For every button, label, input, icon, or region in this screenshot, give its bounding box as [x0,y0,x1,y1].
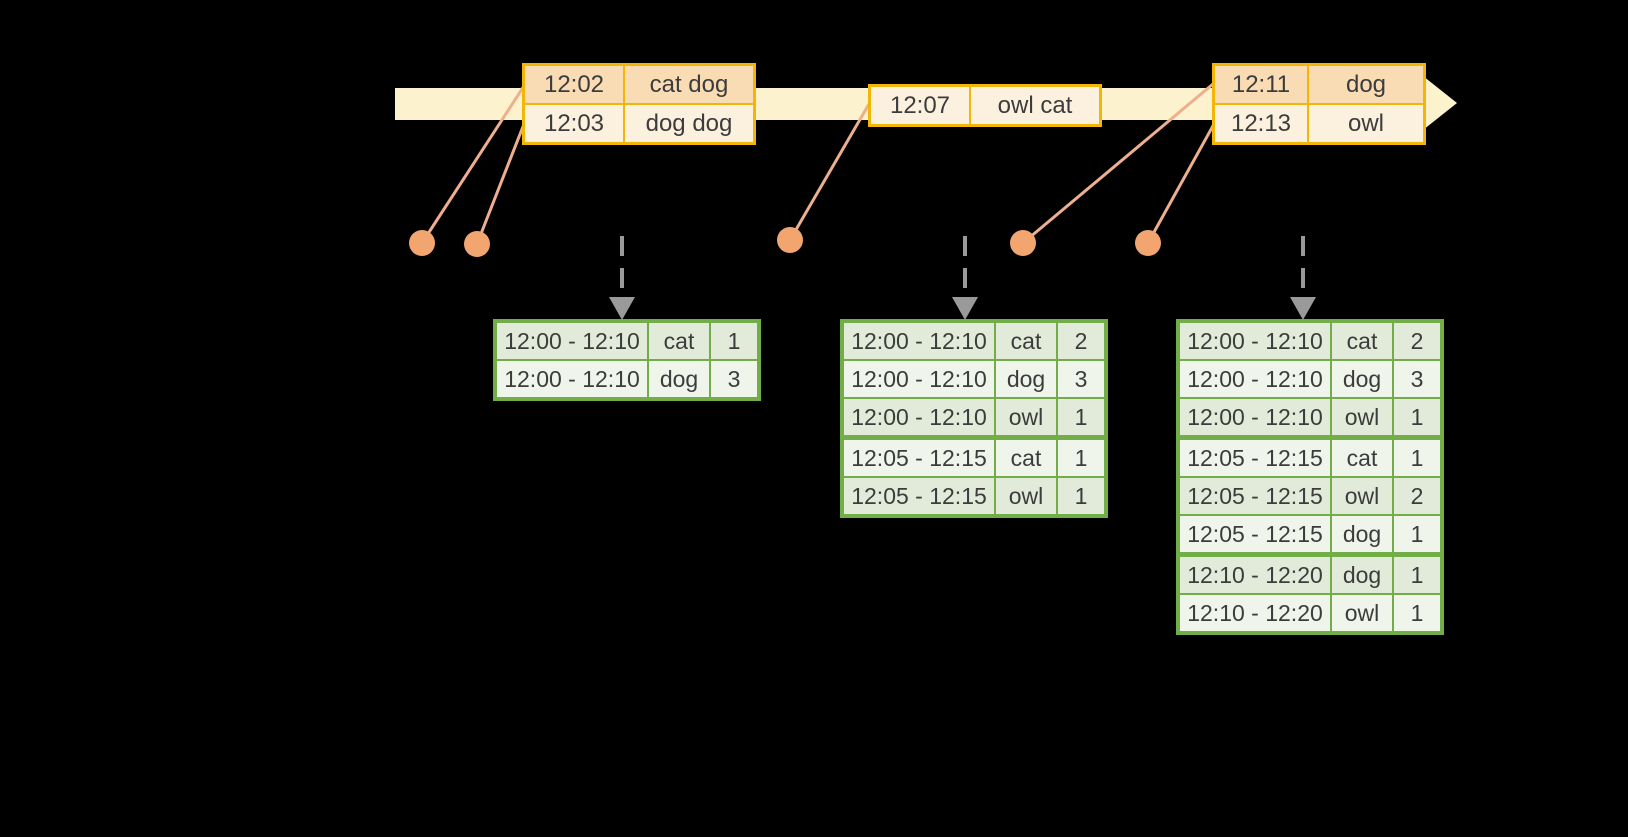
window-cell: 12:00 - 12:10 [494,320,649,361]
event-row: 12:07 owl cat [868,84,1102,127]
window-cell: 12:00 - 12:10 [841,359,996,399]
event-time-cell: 12:13 [1212,103,1309,145]
count-cell: 1 [1392,514,1443,556]
down-arrowhead-icon [609,297,635,320]
result-table-2: 12:00 - 12:10 cat 2 12:00 - 12:10 dog 3 … [840,319,1108,518]
connector-line [1146,123,1216,244]
count-cell: 1 [1056,435,1107,478]
count-cell: 1 [1392,552,1443,595]
event-row: 12:02 cat dog [522,63,756,105]
event-row: 12:03 dog dog [522,103,756,145]
trigger-arrows [609,236,1316,320]
result-row: 12:00 - 12:10 cat 2 [1177,320,1443,361]
event-words-cell: owl [1307,103,1426,145]
word-cell: cat [1330,320,1394,361]
event-dot-icon [1010,230,1036,256]
event-time-cell: 12:11 [1212,63,1309,105]
event-time-cell: 12:07 [868,84,971,127]
word-cell: dog [1330,359,1394,399]
result-table-1: 12:00 - 12:10 cat 1 12:00 - 12:10 dog 3 [493,319,761,401]
word-cell: owl [994,476,1058,517]
count-cell: 3 [1056,359,1107,399]
event-dot-icon [777,227,803,253]
connector-line [420,85,526,244]
count-cell: 1 [1392,593,1443,634]
event-words-cell: dog dog [623,103,756,145]
result-row: 12:00 - 12:10 cat 1 [494,320,760,361]
window-cell: 12:10 - 12:20 [1177,593,1332,634]
window-cell: 12:05 - 12:15 [841,435,996,478]
connector-line [475,123,526,245]
window-cell: 12:05 - 12:15 [841,476,996,517]
down-arrowhead-icon [952,297,978,320]
window-cell: 12:05 - 12:15 [1177,476,1332,516]
window-cell: 12:05 - 12:15 [1177,435,1332,478]
event-time-cell: 12:03 [522,103,625,145]
count-cell: 3 [1392,359,1443,399]
event-words-cell: dog [1307,63,1426,105]
connector-lines [420,82,1216,245]
window-cell: 12:00 - 12:10 [1177,397,1332,439]
window-cell: 12:00 - 12:10 [841,320,996,361]
window-cell: 12:00 - 12:10 [494,359,649,400]
result-row: 12:10 - 12:20 owl 1 [1177,593,1443,634]
count-cell: 2 [1392,320,1443,361]
connector-line [1022,82,1214,245]
count-cell: 1 [1056,476,1107,517]
result-row: 12:00 - 12:10 dog 3 [494,359,760,400]
event-row: 12:11 dog [1212,63,1426,105]
window-cell: 12:10 - 12:20 [1177,552,1332,595]
result-row: 12:00 - 12:10 dog 3 [841,359,1107,399]
count-cell: 1 [1392,397,1443,439]
result-row: 12:05 - 12:15 cat 1 [841,435,1107,478]
event-table-1: 12:02 cat dog 12:03 dog dog [522,63,756,145]
window-cell: 12:00 - 12:10 [1177,320,1332,361]
word-cell: cat [1330,435,1394,478]
result-row: 12:00 - 12:10 dog 3 [1177,359,1443,399]
down-arrowhead-icon [1290,297,1316,320]
word-cell: dog [1330,552,1394,595]
result-row: 12:05 - 12:15 owl 2 [1177,476,1443,516]
count-cell: 1 [709,320,760,361]
word-cell: cat [647,320,711,361]
word-cell: cat [994,435,1058,478]
word-cell: dog [994,359,1058,399]
connector-line [788,103,871,241]
event-dot-icon [1135,230,1161,256]
result-row: 12:05 - 12:15 dog 1 [1177,514,1443,556]
word-cell: owl [1330,476,1394,516]
event-dot-icon [409,230,435,256]
event-words-cell: cat dog [623,63,756,105]
result-row: 12:10 - 12:20 dog 1 [1177,552,1443,595]
word-cell: dog [647,359,711,400]
window-cell: 12:00 - 12:10 [1177,359,1332,399]
window-cell: 12:00 - 12:10 [841,397,996,439]
window-cell: 12:05 - 12:15 [1177,514,1332,556]
word-cell: dog [1330,514,1394,556]
event-table-3: 12:11 dog 12:13 owl [1212,63,1426,145]
word-cell: owl [1330,397,1394,439]
event-words-cell: owl cat [969,84,1102,127]
event-time-cell: 12:02 [522,63,625,105]
result-table-3: 12:00 - 12:10 cat 2 12:00 - 12:10 dog 3 … [1176,319,1444,635]
timeline-right-arrow-icon [1423,76,1457,130]
count-cell: 2 [1392,476,1443,516]
count-cell: 3 [709,359,760,400]
count-cell: 1 [1392,435,1443,478]
count-cell: 2 [1056,320,1107,361]
event-dot-icon [464,231,490,257]
event-table-2: 12:07 owl cat [868,84,1102,127]
word-cell: owl [1330,593,1394,634]
count-cell: 1 [1056,397,1107,439]
result-row: 12:00 - 12:10 cat 2 [841,320,1107,361]
result-row: 12:05 - 12:15 owl 1 [841,476,1107,517]
result-row: 12:00 - 12:10 owl 1 [841,397,1107,439]
word-cell: owl [994,397,1058,439]
result-row: 12:00 - 12:10 owl 1 [1177,397,1443,439]
event-dots [409,227,1161,257]
event-row: 12:13 owl [1212,103,1426,145]
result-row: 12:05 - 12:15 cat 1 [1177,435,1443,478]
word-cell: cat [994,320,1058,361]
